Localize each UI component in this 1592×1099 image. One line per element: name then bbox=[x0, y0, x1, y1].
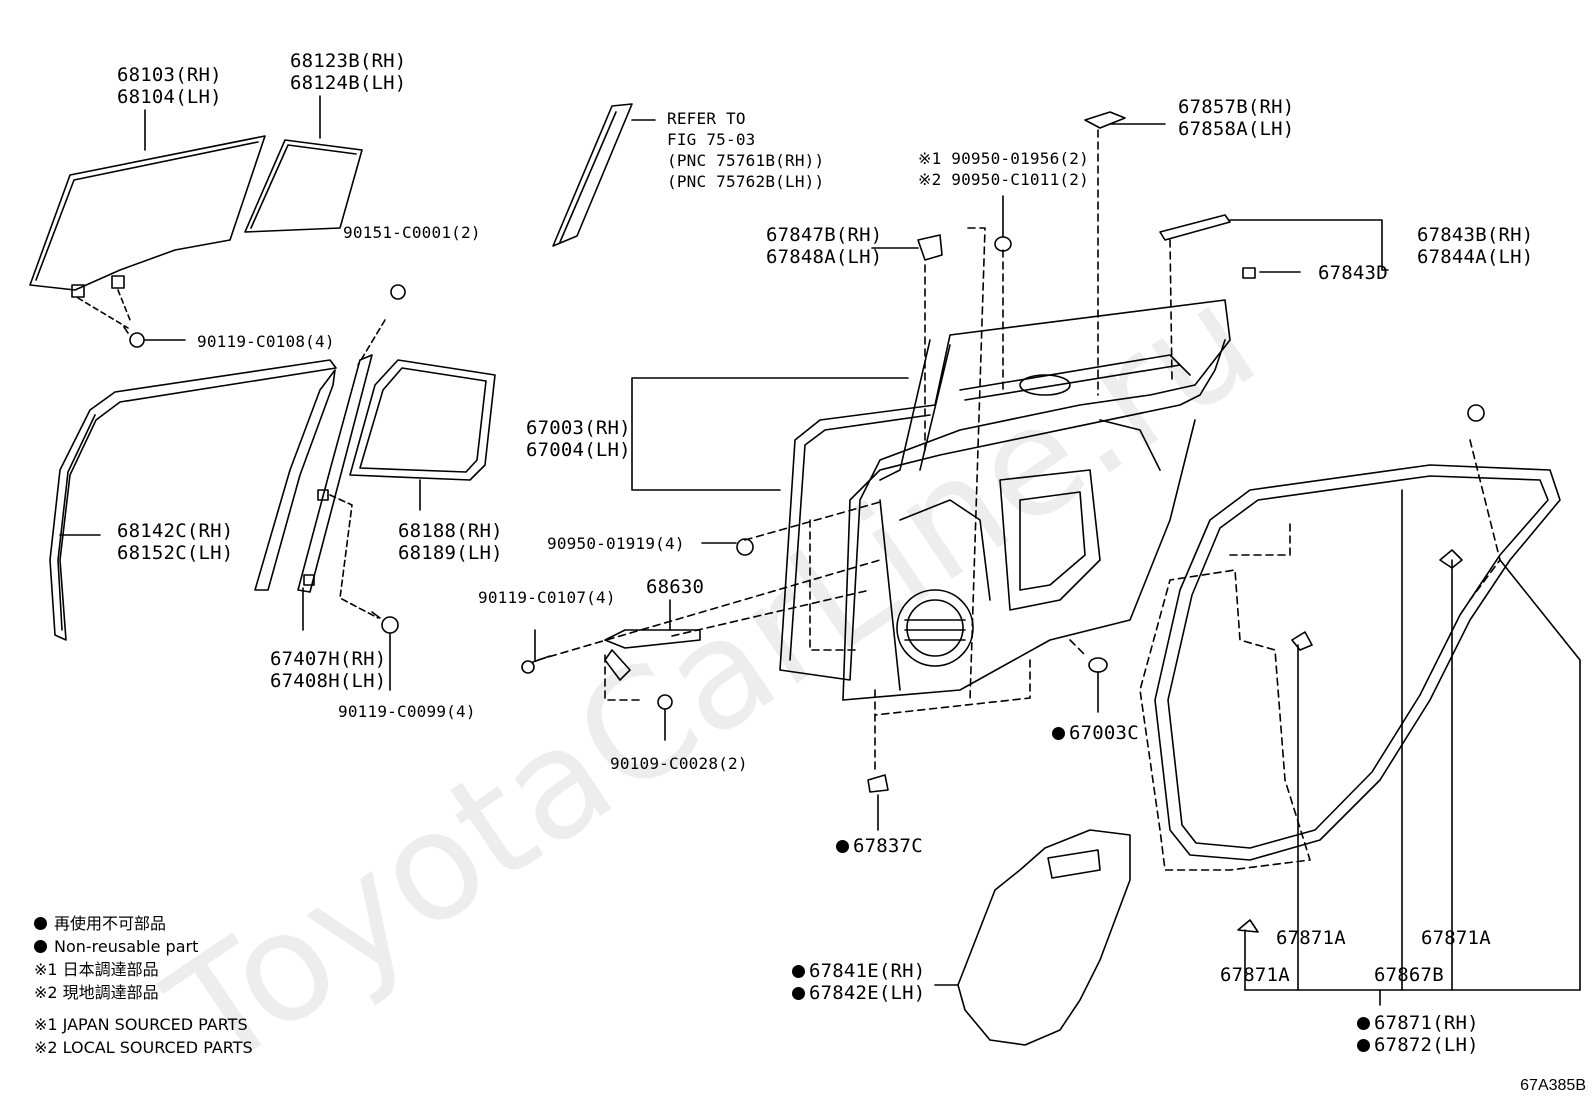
label-handle-cover: 67857B(RH) 67858A(LH) bbox=[1178, 96, 1294, 140]
division-bar-drawing bbox=[349, 359, 496, 511]
label-line: 68103(RH) bbox=[117, 64, 222, 86]
label-clip-refs: ※1 90950-01956(2) ※2 90950-C1011(2) bbox=[918, 148, 1089, 190]
label-line: ※2 90950-C1011(2) bbox=[918, 170, 1089, 189]
plug-01919-drawing bbox=[701, 538, 754, 556]
clip-67837-drawing bbox=[867, 774, 889, 831]
label-line: (PNC 75761B(RH)) bbox=[667, 151, 825, 170]
label-line: 67848A(LH) bbox=[766, 246, 883, 268]
label-weatherstrip-main: 67871(RH) 67872(LH) bbox=[1357, 1012, 1479, 1056]
bolt-c0099-drawing bbox=[371, 611, 399, 691]
label-bolt-c0108: 90119-C0108(4) bbox=[197, 332, 335, 351]
label-line: (PNC 75762B(LH)) bbox=[667, 172, 825, 191]
label-line: 67858A(LH) bbox=[1178, 118, 1295, 140]
label-bolt-c0028: 90109-C0028(2) bbox=[610, 754, 748, 773]
dashed-leaders bbox=[537, 129, 1173, 771]
label-line: 67004(LH) bbox=[526, 439, 631, 461]
label-line: 67003(RH) bbox=[526, 417, 631, 439]
label-line: 68123B(RH) bbox=[290, 50, 407, 72]
legend-nonreuse-en: Non-reusable part bbox=[34, 935, 253, 958]
door-glass-drawing bbox=[29, 135, 266, 298]
label-hole-cover: 67003C bbox=[1052, 722, 1139, 744]
label-moulding-67843: 67843B(RH) 67844A(LH) bbox=[1417, 224, 1533, 268]
label-line: 67872(LH) bbox=[1357, 1034, 1479, 1056]
label-line: FIG 75-03 bbox=[667, 130, 756, 149]
hole-cover-drawing bbox=[1088, 657, 1108, 713]
run-channel-drawing bbox=[49, 359, 337, 641]
door-panel-drawing bbox=[779, 299, 1231, 701]
moulding-67843-drawing bbox=[1159, 214, 1389, 279]
label-line: 67857B(RH) bbox=[1178, 96, 1295, 118]
label-line: REFER TO bbox=[667, 109, 746, 128]
door-check-drawing bbox=[521, 599, 701, 741]
label-quarter-glass: 68123B(RH) 68124B(LH) bbox=[290, 50, 406, 94]
legend-mark1-jp: ※1 日本調達部品 bbox=[34, 960, 159, 979]
label-division-bar: 68188(RH) 68189(LH) bbox=[398, 520, 503, 564]
quarter-glass-drawing bbox=[244, 139, 363, 233]
label-clip-67871a-2: 67871A bbox=[1421, 927, 1491, 949]
label-plug-01919: 90950-01919(4) bbox=[547, 534, 685, 553]
label-door-check: 68630 bbox=[646, 576, 705, 598]
label-clip-67843d: 67843D bbox=[1318, 262, 1388, 284]
label-bracket-67847: 67847B(RH) 67848A(LH) bbox=[766, 224, 882, 268]
label-lower-frame: 67407H(RH) 67408H(LH) bbox=[270, 648, 386, 692]
label-line: 67842E(LH) bbox=[792, 982, 925, 1004]
label-line: 67841E(RH) bbox=[792, 960, 925, 982]
label-line: ※1 90950-01956(2) bbox=[918, 149, 1089, 168]
label-line: 67407H(RH) bbox=[270, 648, 387, 670]
label-bolt-c0099: 90119-C0099(4) bbox=[338, 702, 476, 721]
pillar-garnish-drawing bbox=[552, 103, 656, 247]
label-screw-c0001: 90151-C0001(2) bbox=[343, 223, 481, 242]
label-door-glass: 68103(RH) 68104(LH) bbox=[117, 64, 222, 108]
handle-cover-drawing bbox=[1084, 111, 1166, 129]
label-door-panel: 67003(RH) 67004(LH) bbox=[526, 417, 631, 461]
label-clip-67837: 67837C bbox=[836, 835, 923, 857]
label-line: 68124B(LH) bbox=[290, 72, 407, 94]
legend-nonreuse-jp: 再使用不可部品 bbox=[34, 912, 253, 935]
label-line: 67408H(LH) bbox=[270, 670, 387, 692]
label-line: 67847B(RH) bbox=[766, 224, 883, 246]
diagram-code: 67A385B bbox=[1520, 1077, 1586, 1094]
service-cover-drawing bbox=[934, 829, 1131, 1046]
label-line: 68152C(LH) bbox=[117, 542, 234, 564]
label-refer-to: REFER TO FIG 75-03 (PNC 75761B(RH)) (PNC… bbox=[667, 108, 824, 192]
label-weatherstrip-67867: 67867B bbox=[1374, 964, 1444, 986]
lower-frame-drawing bbox=[297, 284, 406, 631]
legend: 再使用不可部品 Non-reusable part ※1 日本調達部品 ※2 現… bbox=[34, 912, 253, 1059]
label-line: 68142C(RH) bbox=[117, 520, 234, 542]
label-line: 68189(LH) bbox=[398, 542, 503, 564]
legend-mark2-en: ※2 LOCAL SOURCED PARTS bbox=[34, 1038, 253, 1057]
label-run-channel: 68142C(RH) 68152C(LH) bbox=[117, 520, 233, 564]
bolt-drawing bbox=[123, 326, 186, 348]
label-bolt-c0107: 90119-C0107(4) bbox=[478, 588, 616, 607]
legend-mark2-jp: ※2 現地調達部品 bbox=[34, 983, 159, 1002]
label-line: 67844A(LH) bbox=[1417, 246, 1534, 268]
clip-01956-drawing bbox=[994, 195, 1012, 252]
bracket-67847-drawing bbox=[871, 234, 943, 261]
label-line: 68104(LH) bbox=[117, 86, 222, 108]
label-line: 67871(RH) bbox=[1357, 1012, 1479, 1034]
legend-mark1-en: ※1 JAPAN SOURCED PARTS bbox=[34, 1015, 248, 1034]
label-clip-67871a-1: 67871A bbox=[1276, 927, 1346, 949]
weatherstrip-drawing bbox=[1139, 404, 1581, 1006]
label-clip-67871a-3: 67871A bbox=[1220, 964, 1290, 986]
label-line: 68188(RH) bbox=[398, 520, 503, 542]
label-line: 67843B(RH) bbox=[1417, 224, 1534, 246]
label-service-cover: 67841E(RH) 67842E(LH) bbox=[792, 960, 925, 1004]
